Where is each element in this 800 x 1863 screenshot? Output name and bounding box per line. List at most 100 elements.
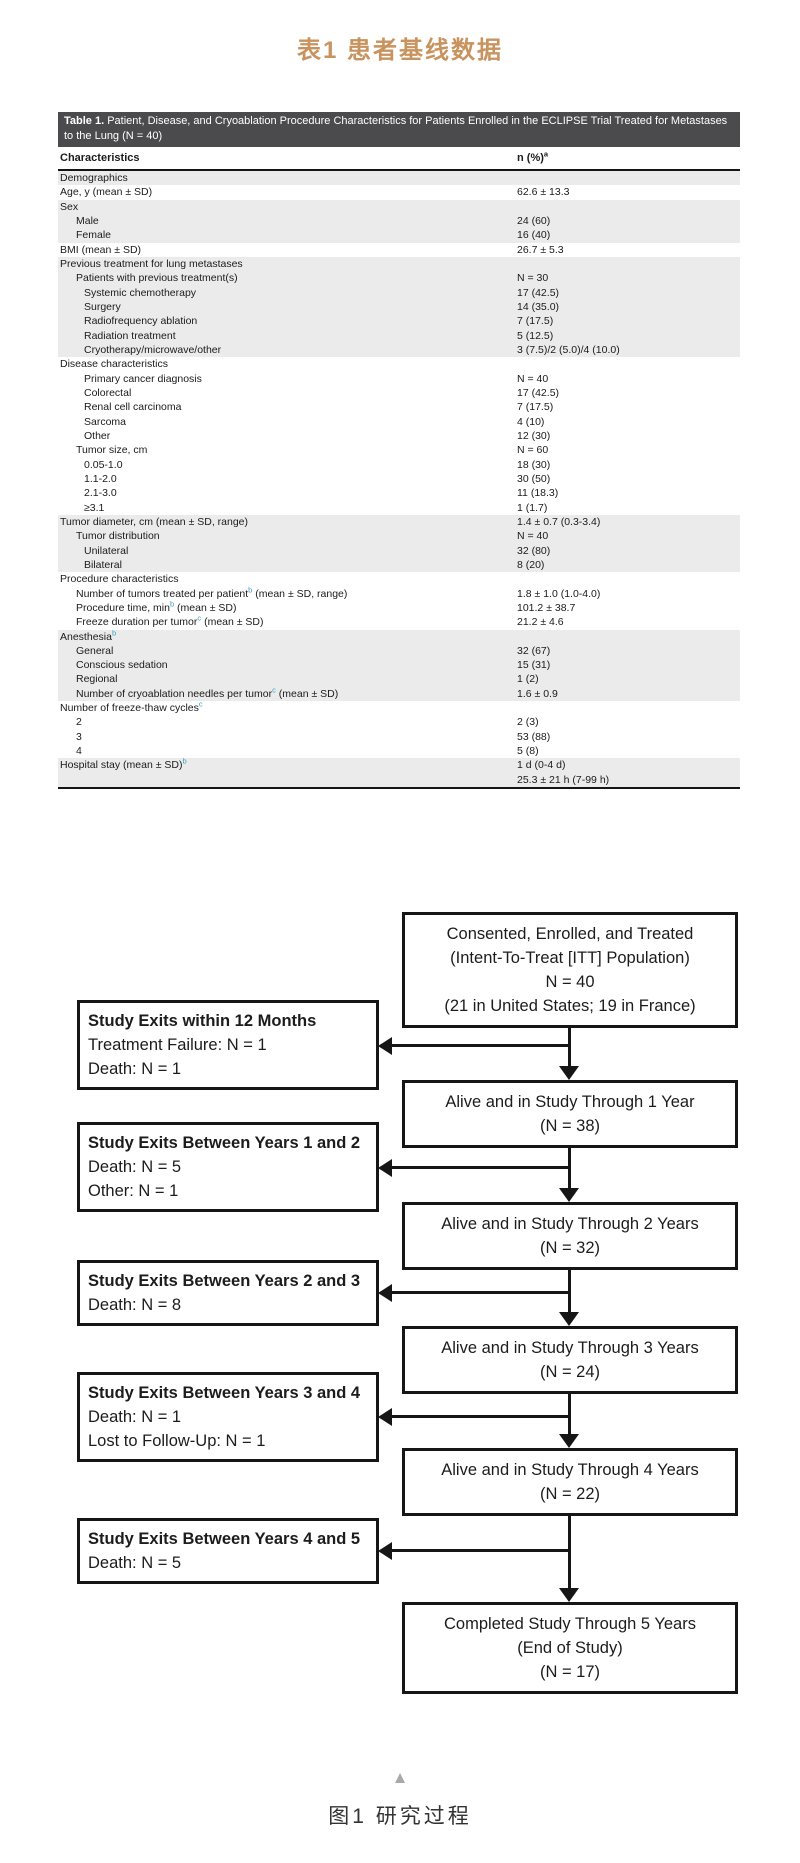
footnote-marker-b: b (169, 599, 175, 609)
arrowhead-left-icon (378, 1541, 392, 1560)
table-row: Number of freeze-thaw cyclesc (60, 699, 203, 715)
flow-box-alive-year-1: Alive and in Study Through 1 Year (N = 3… (402, 1080, 738, 1148)
arrowhead-left-icon (378, 1283, 392, 1302)
connector-branch-2 (392, 1166, 570, 1169)
connector-branch-5 (392, 1549, 570, 1552)
flow-box-exits-years-4-5: Study Exits Between Years 4 and 5 Death:… (77, 1518, 379, 1584)
footnote-marker-c: c (197, 613, 202, 623)
table-row: Demographics (58, 171, 740, 186)
flow-box-lines: Death: N = 1 Lost to Follow-Up: N = 1 (88, 1408, 266, 1450)
table-row: Anesthesiab (58, 628, 740, 644)
footnote-marker-c: c (272, 685, 276, 695)
col-characteristics: Characteristics (60, 152, 140, 164)
table-row: Number of cryoablation needles per tumor… (58, 685, 740, 702)
flow-box-lines: Death: N = 5 Other: N = 1 (88, 1158, 182, 1200)
flow-box-lines: Treatment Failure: N = 1 Death: N = 1 (88, 1036, 267, 1078)
table-heading-text: Patient, Disease, and Cryoablation Proce… (64, 115, 728, 142)
table-row: Freeze duration per tumorc (mean ± SD)21… (76, 613, 564, 629)
table-bottom-rule (58, 787, 740, 790)
connector-vertical-5 (568, 1516, 571, 1590)
table-row: Age, y (mean ± SD)62.6 ± 13.3 (60, 186, 570, 199)
table-row: Procedure time, minb (mean ± SD)101.2 ± … (76, 599, 576, 614)
table-row: Sex (58, 199, 740, 214)
connector-branch-1 (392, 1044, 570, 1047)
flow-box-itt-population: Consented, Enrolled, and Treated (Intent… (402, 912, 738, 1028)
arrowhead-left-icon (378, 1036, 392, 1055)
footnote-marker-b: b (248, 585, 253, 595)
flow-box-alive-year-2: Alive and in Study Through 2 Years (N = … (402, 1202, 738, 1270)
flow-box-alive-year-3: Alive and in Study Through 3 Years (N = … (402, 1326, 738, 1394)
connector-branch-4 (392, 1415, 570, 1418)
flow-box-lines: Death: N = 5 (88, 1554, 182, 1572)
table-row: Patients with previous treatment(s)N = 3… (58, 271, 740, 286)
table-column-header: Characteristics n (%)a (58, 147, 740, 171)
footnote-marker-c: c (198, 699, 203, 709)
arrowhead-left-icon (378, 1158, 392, 1177)
flow-box-completed-study: Completed Study Through 5 Years (End of … (402, 1602, 738, 1694)
table-row: Previous treatment for lung metastases (58, 256, 740, 272)
flow-box-title: Study Exits Between Years 4 and 5 (88, 1530, 361, 1548)
flow-box-title: Study Exits Between Years 2 and 3 (88, 1272, 361, 1290)
flow-box-exits-years-2-3: Study Exits Between Years 2 and 3 Death:… (77, 1260, 379, 1326)
arrowhead-down-icon (559, 1188, 579, 1202)
flow-box-lines: Death: N = 8 (88, 1296, 182, 1314)
flow-box-title: Study Exits Between Years 3 and 4 (88, 1384, 361, 1402)
table-heading-number: Table 1. (64, 115, 105, 127)
table-title: 表1 患者基线数据 (296, 37, 503, 64)
collapse-triangle-icon[interactable]: ▲ (391, 1768, 409, 1787)
col-n-percent: n (%)a (517, 149, 549, 164)
footnote-marker-b: b (111, 628, 117, 637)
flow-box-title: Study Exits within 12 Months (88, 1012, 317, 1030)
footnote-marker-a: a (543, 149, 549, 159)
connector-vertical-2 (568, 1148, 571, 1190)
footnote-marker-b: b (182, 756, 187, 766)
arrowhead-down-icon (559, 1434, 579, 1448)
table-row: Number of tumors treated per patientb (m… (76, 585, 601, 600)
figure-caption: 图1 研究过程 (328, 1805, 472, 1828)
flow-box-exits-12-months: Study Exits within 12 Months Treatment F… (77, 1000, 379, 1090)
table-row: Procedure characteristics (60, 573, 179, 586)
table-row: Tumor diameter, cm (mean ± SD, range)1.4… (58, 514, 740, 530)
arrowhead-down-icon (559, 1588, 579, 1602)
arrowhead-left-icon (378, 1407, 392, 1426)
flow-box-alive-year-4: Alive and in Study Through 4 Years (N = … (402, 1448, 738, 1516)
connector-branch-3 (392, 1291, 570, 1294)
flow-box-title: Study Exits Between Years 1 and 2 (88, 1134, 361, 1152)
flow-box-exits-years-3-4: Study Exits Between Years 3 and 4 Death:… (77, 1372, 379, 1462)
table-row: BMI (mean ± SD)26.7 ± 5.3 (60, 243, 564, 256)
baseline-table: Table 1. Patient, Disease, and Cryoablat… (58, 112, 740, 790)
arrowhead-down-icon (559, 1066, 579, 1080)
table-row: 25.3 ± 21 h (7-99 h) (58, 772, 740, 788)
table-row: Disease characteristics (60, 358, 168, 371)
flow-box-exits-years-1-2: Study Exits Between Years 1 and 2 Death:… (77, 1122, 379, 1212)
